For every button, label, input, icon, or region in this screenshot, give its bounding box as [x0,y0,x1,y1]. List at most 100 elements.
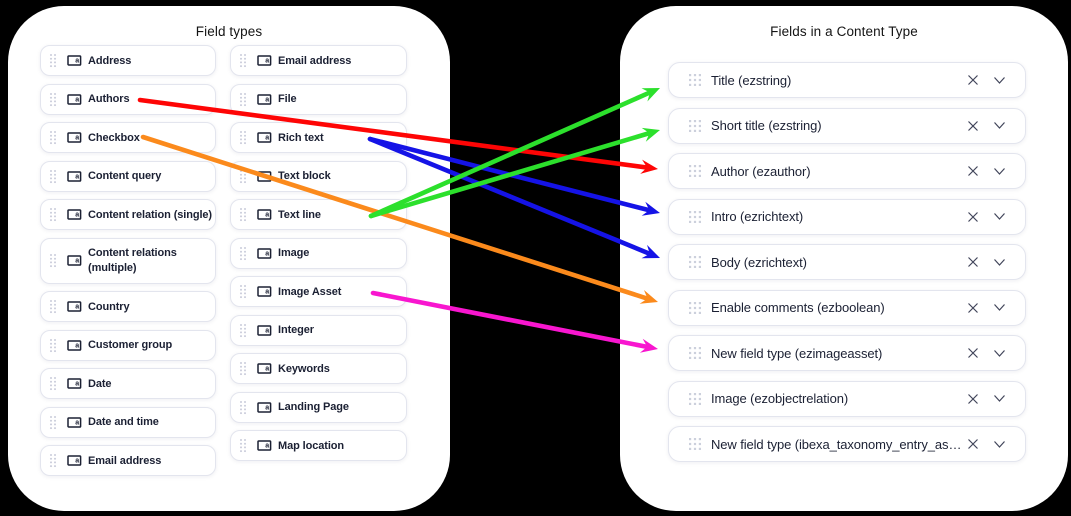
drag-handle-icon[interactable] [239,246,247,261]
field-type-item[interactable]: a Text block [230,160,407,192]
field-type-item[interactable]: a Email address [40,445,216,476]
field-type-icon: a [67,254,82,267]
field-type-item[interactable]: a Image Asset [230,276,407,307]
drag-handle-icon[interactable] [49,299,57,314]
collapse-field-button[interactable] [989,389,1009,409]
field-type-item[interactable]: a Address [40,45,216,76]
collapse-field-button[interactable] [989,343,1009,363]
collapse-field-button[interactable] [989,161,1009,181]
field-type-icon: a [67,300,82,313]
field-type-item[interactable]: a Date and time [40,406,216,438]
drag-handle-icon[interactable] [49,169,57,184]
collapse-field-button[interactable] [989,116,1009,136]
field-type-icon: a [67,93,82,106]
field-type-item[interactable]: a Text line [230,199,407,230]
drag-handle-icon[interactable] [49,338,57,353]
drag-handle-icon[interactable] [49,376,57,391]
drag-handle-icon[interactable] [239,323,247,338]
field-type-label: Map location [278,439,345,452]
field-type-item[interactable]: a Image [230,237,407,269]
drag-handle-icon[interactable] [49,53,57,68]
content-type-field-row[interactable]: Enable comments (ezboolean) [668,289,1026,326]
content-type-field-row[interactable]: New field type (ibexa_taxonomy_entry_ass… [668,426,1026,462]
drag-handle-icon[interactable] [239,400,247,415]
field-type-label: Country [88,300,130,313]
svg-text:a: a [265,366,269,373]
field-type-item[interactable]: a Keywords [230,353,407,384]
drag-handle-icon[interactable] [49,453,57,468]
field-type-item[interactable]: a Email address [230,45,407,76]
remove-field-button[interactable] [963,343,983,363]
drag-handle-icon[interactable] [239,284,247,299]
drag-handle-icon[interactable] [689,210,701,223]
field-type-icon: a [67,170,82,183]
drag-handle-icon[interactable] [49,92,57,107]
field-type-item[interactable]: a Country [40,291,216,322]
field-type-label: Authors [88,93,130,105]
drag-handle-icon[interactable] [239,130,247,145]
drag-handle-icon[interactable] [49,207,57,222]
remove-field-button[interactable] [963,298,983,318]
field-type-item[interactable]: a Integer [230,314,407,346]
drag-handle-icon[interactable] [689,392,701,405]
field-type-item[interactable]: a Map location [230,430,407,461]
remove-field-button[interactable] [963,116,983,136]
drag-handle-icon[interactable] [49,130,57,145]
drag-handle-icon[interactable] [689,165,701,177]
content-type-field-row[interactable]: Title (ezstring) [668,62,1026,98]
svg-text:a: a [75,58,79,65]
field-type-icon: a [257,170,272,183]
drag-handle-icon[interactable] [689,347,701,359]
drag-handle-icon[interactable] [689,119,701,132]
field-type-label: Content query [88,170,162,182]
field-type-item[interactable]: a File [230,83,407,115]
drag-handle-icon[interactable] [239,92,247,107]
remove-field-button[interactable] [963,207,983,227]
collapse-field-button[interactable] [989,70,1009,90]
collapse-field-button[interactable] [989,298,1009,318]
drag-handle-icon[interactable] [689,438,701,450]
field-type-item[interactable]: a Rich text [230,122,407,153]
drag-handle-icon[interactable] [49,415,57,430]
field-type-item[interactable]: a Landing Page [230,391,407,423]
svg-text:a: a [75,381,79,388]
remove-field-button[interactable] [963,389,983,409]
remove-field-button[interactable] [963,252,983,272]
svg-text:a: a [75,458,79,465]
drag-handle-icon[interactable] [689,74,701,86]
drag-handle-icon[interactable] [49,253,57,268]
content-type-fields-list: Title (ezstring) Short title (ezst [668,62,1026,462]
field-type-item[interactable]: a Customer group [40,329,216,361]
drag-handle-icon[interactable] [239,361,247,376]
drag-handle-icon[interactable] [689,301,701,314]
drag-handle-icon[interactable] [239,53,247,68]
drag-handle-icon[interactable] [689,256,701,268]
remove-field-button[interactable] [963,161,983,181]
drag-handle-icon[interactable] [239,207,247,222]
field-type-item[interactable]: a Content query [40,160,216,192]
content-type-field-row[interactable]: Author (ezauthor) [668,153,1026,189]
drag-handle-icon[interactable] [239,169,247,184]
collapse-field-button[interactable] [989,207,1009,227]
content-type-field-label: New field type (ibexa_taxonomy_entry_ass… [711,436,963,452]
collapse-field-button[interactable] [989,434,1009,454]
svg-text:a: a [265,58,269,65]
content-type-field-row[interactable]: Body (ezrichtext) [668,244,1026,280]
field-type-item[interactable]: a Content relation (single) [40,199,216,230]
content-type-field-row[interactable]: Intro (ezrichtext) [668,198,1026,235]
field-type-label: Content relations (multiple) [88,247,177,274]
content-type-field-row[interactable]: Image (ezobjectrelation) [668,380,1026,417]
remove-field-button[interactable] [963,434,983,454]
field-type-item[interactable]: a Date [40,368,216,399]
field-type-item[interactable]: a Content relations (multiple) [40,237,216,284]
drag-handle-icon[interactable] [239,438,247,453]
content-type-field-row[interactable]: Short title (ezstring) [668,107,1026,144]
collapse-field-button[interactable] [989,252,1009,272]
field-type-item[interactable]: a Authors [40,83,216,115]
field-type-item[interactable]: a Checkbox [40,122,216,153]
field-type-label: Image [278,247,310,259]
content-type-fields-title: Fields in a Content Type [770,24,918,39]
content-type-field-row[interactable]: New field type (ezimageasset) [668,335,1026,371]
remove-field-button[interactable] [963,70,983,90]
